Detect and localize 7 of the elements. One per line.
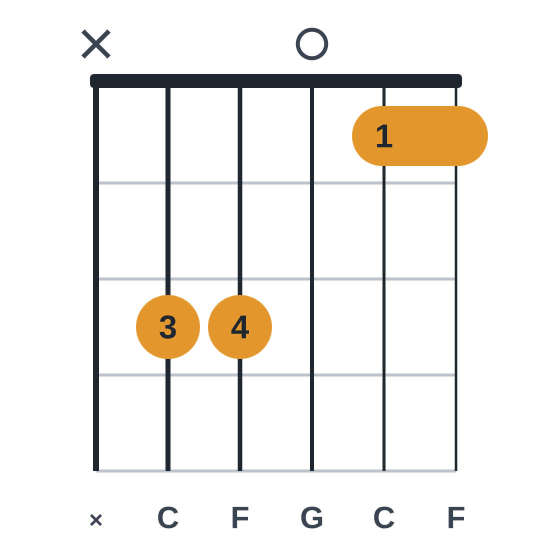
string-note: C xyxy=(158,506,178,528)
string-note: × xyxy=(90,514,102,526)
finger-barre: 1 xyxy=(352,106,488,166)
string-note: F xyxy=(448,506,464,528)
string-note: F xyxy=(232,506,248,528)
string-note: C xyxy=(374,506,394,528)
string-note: G xyxy=(301,506,322,528)
